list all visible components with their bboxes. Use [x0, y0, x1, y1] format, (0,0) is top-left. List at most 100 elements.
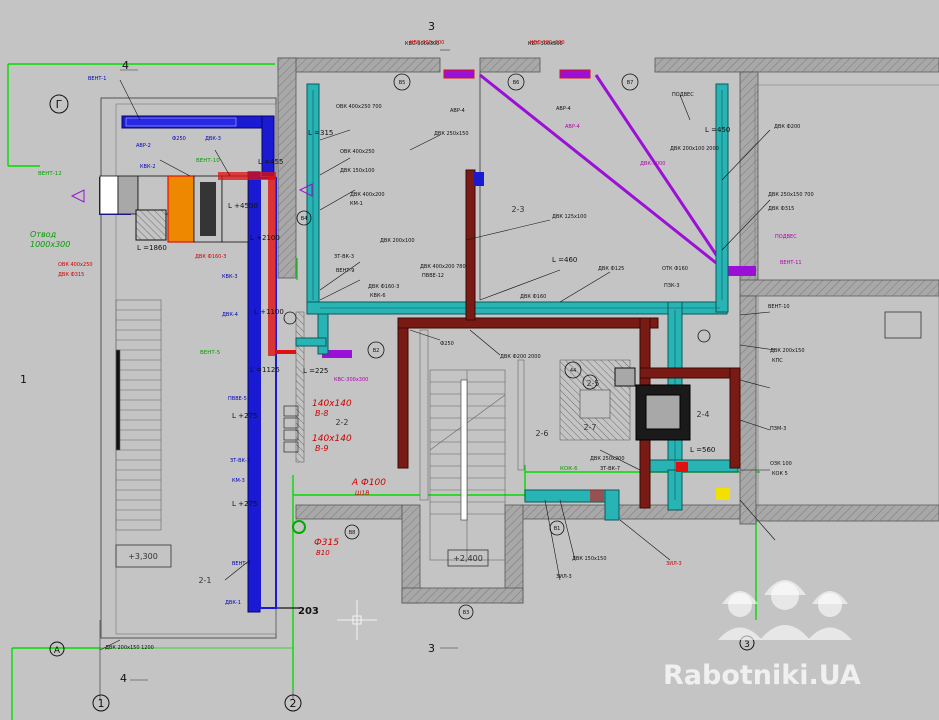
red-fittings — [268, 176, 604, 502]
svg-text:КВЛ-300х300: КВЛ-300х300 — [530, 40, 565, 46]
svg-text:КВС-300х300: КВС-300х300 — [405, 41, 439, 47]
svg-text:ОВК 400х250 700: ОВК 400х250 700 — [336, 104, 382, 110]
svg-text:L +275: L +275 — [232, 500, 257, 508]
svg-text:ОВК 400х250: ОВК 400х250 — [340, 149, 375, 155]
magenta-grille-corner — [722, 266, 756, 276]
svg-text:ВЕНТ-10: ВЕНТ-10 — [768, 304, 790, 310]
svg-text:L =225: L =225 — [303, 367, 328, 375]
valve-red — [676, 462, 688, 472]
axis-label-a: А — [54, 646, 61, 656]
axis-label-3: 3 — [744, 640, 750, 650]
magenta-grille-left — [443, 69, 475, 79]
magenta-ducts — [479, 73, 727, 272]
svg-text:ВЕНТ-9: ВЕНТ-9 — [336, 268, 354, 274]
svg-text:L =315: L =315 — [308, 129, 333, 137]
size-140-v9: 140х140 — [312, 434, 352, 444]
b-marks: В5 В6 В7 В4 В8 В3 В1 В2 44 — [301, 80, 634, 616]
section-mark-3-bottom: 3 — [428, 642, 435, 655]
svg-text:ПЗК-3: ПЗК-3 — [664, 283, 680, 289]
valve-blue — [474, 172, 484, 186]
diameter-315: Ф315 — [314, 538, 339, 548]
svg-text:ПОДВЕС: ПОДВЕС — [672, 92, 694, 98]
level-2400: +2,400 — [453, 554, 483, 563]
room-2-2: 2-2 — [335, 418, 348, 427]
svg-text:ДВК 200х150 1200: ДВК 200х150 1200 — [105, 645, 154, 651]
section-mark-1: 1 — [20, 373, 27, 386]
valve-yellow — [716, 488, 730, 500]
svg-text:ЗТ-ВК-2: ЗТ-ВК-2 — [230, 458, 250, 464]
left-air-handling-unit — [99, 172, 276, 243]
svg-text:44: 44 — [570, 368, 576, 374]
section-mark-4-top: 4 — [122, 59, 129, 72]
a100-sub: Ш1В — [355, 490, 369, 497]
svg-text:L +2100: L +2100 — [250, 234, 280, 242]
watermark-text: Rabotniki.UA — [663, 660, 861, 691]
magenta-grille-right — [559, 69, 591, 79]
svg-text:ДВК Ф160-З: ДВК Ф160-З — [368, 284, 399, 290]
svg-text:ОВК 400х250: ОВК 400х250 — [58, 262, 93, 268]
supply-duct-detail — [312, 90, 723, 500]
b10-label: В10 — [316, 549, 330, 557]
svg-text:АВР-4: АВР-4 — [565, 124, 580, 130]
stair-center — [429, 369, 506, 561]
svg-text:КМ-3: КМ-3 — [232, 478, 245, 484]
svg-text:ВЕНТ-3: ВЕНТ-3 — [232, 561, 250, 567]
section-mark-4-bottom: 4 — [120, 672, 127, 685]
room-2-1: 2-1 — [198, 576, 211, 585]
svg-text:ДВК 400х200 780: ДВК 400х200 780 — [420, 264, 466, 270]
svg-text:ДВК Ф200 2000: ДВК Ф200 2000 — [500, 354, 541, 360]
svg-text:ДВК Ф200: ДВК Ф200 — [774, 124, 800, 130]
svg-text:ВЕНТ-1: ВЕНТ-1 — [88, 76, 106, 82]
svg-text:ДВК 200х100: ДВК 200х100 — [380, 238, 415, 244]
svg-text:ДВК 250х150: ДВК 250х150 — [434, 131, 469, 137]
svg-text:КПС: КПС — [772, 358, 783, 364]
svg-text:ЗИЛ-3: ЗИЛ-3 — [666, 561, 682, 567]
svg-text:В5: В5 — [399, 80, 406, 86]
svg-text:ДВК 150х150: ДВК 150х150 — [572, 556, 607, 562]
outlet-arrow — [298, 183, 313, 197]
svg-text:КОК 5: КОК 5 — [772, 471, 788, 477]
svg-text:КВЛ-300х300: КВЛ-300х300 — [528, 41, 563, 47]
level-box-2400 — [447, 549, 489, 567]
axis-label-2: 2 — [290, 697, 297, 710]
svg-text:ДВК 400х200: ДВК 400х200 — [350, 192, 385, 198]
svg-text:В4: В4 — [301, 216, 308, 222]
a100-label: А Ф100 — [351, 478, 386, 488]
size-140-v8: 140х140 — [312, 399, 352, 409]
svg-text:L =455: L =455 — [258, 158, 283, 166]
watermark: Rabotniki.UA — [663, 580, 861, 691]
blue-tag-annotations: ВЕНТ-1 АВР-2 Ф250 ДВК-3 КВК-2 КВК-3 ДВК-… — [88, 76, 250, 606]
magenta-tag-annotations: КВС-300х300 АВР-4 ДВК-1000 ПОДВЕС ВЕНТ-1… — [334, 124, 802, 383]
svg-text:ДВК Ф125: ДВК Ф125 — [598, 266, 624, 272]
svg-text:ВЕНТ-11: ВЕНТ-11 — [780, 260, 802, 266]
svg-text:ДВК 200х100 2000: ДВК 200х100 2000 — [670, 146, 719, 152]
svg-text:ВЕНТ-5: ВЕНТ-5 — [200, 350, 221, 356]
stair-left — [115, 299, 162, 531]
svg-text:ДВК-4: ДВК-4 — [222, 312, 238, 318]
tag-annotations: КВС-300х300 КВЛ-300х300 АВР-4 АВР-4 ДВК … — [105, 41, 814, 651]
svg-text:В3: В3 — [463, 610, 470, 616]
svg-text:Ф250: Ф250 — [440, 341, 454, 347]
svg-text:ДВК 250х150 700: ДВК 250х150 700 — [768, 192, 814, 198]
room-2-7: 2-7 — [583, 423, 596, 432]
svg-text:ДВК-1000: ДВК-1000 — [640, 161, 665, 167]
level-box-3300 — [115, 544, 172, 568]
room-2-6: 2-6 — [535, 429, 548, 438]
svg-text:Ф250: Ф250 — [172, 136, 186, 142]
main-marks: 203 Ф315 В10 А Ф100 Ш1В 140х140 В-8 140х… — [30, 230, 386, 617]
svg-text:КВС-300х300: КВС-300х300 — [334, 377, 368, 383]
svg-text:ВЕНТ-12: ВЕНТ-12 — [38, 171, 62, 177]
green-marker — [292, 520, 306, 534]
room-labels: 2-1 2-2 2-3 2-4 2-5 2-6 2-7 — [198, 205, 709, 585]
svg-text:ДВК Ф160-З: ДВК Ф160-З — [195, 254, 226, 260]
otvod-label: Отвод — [30, 230, 57, 239]
green-tag-annotations: ВЕНТ-10 ВЕНТ-5 ВЕНТ-12 КОК-6 — [38, 158, 578, 472]
svg-text:ПОДВЕС: ПОДВЕС — [775, 234, 797, 240]
svg-text:АВР-4: АВР-4 — [556, 106, 571, 112]
leader-lines — [99, 79, 776, 651]
svg-text:ДВК 125х100: ДВК 125х100 — [552, 214, 587, 220]
svg-text:АВР-2: АВР-2 — [136, 143, 151, 149]
svg-text:КМ-1: КМ-1 — [350, 201, 363, 207]
round-symbols — [283, 73, 711, 620]
